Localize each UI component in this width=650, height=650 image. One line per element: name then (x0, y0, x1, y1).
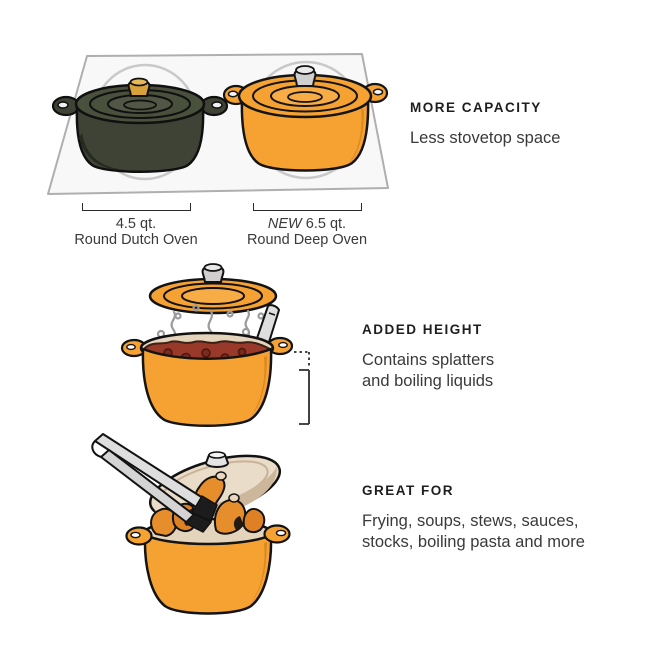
pot-body (141, 347, 273, 427)
great-for-line-1: Frying, soups, stews, sauces, (362, 512, 579, 530)
steaming-pot-illustration (120, 263, 310, 427)
left-size-bracket (82, 203, 191, 211)
section-more-capacity: MORE CAPACITY Less stovetop space (410, 100, 560, 149)
pot-handles (120, 336, 294, 358)
left-pot-name: Round Dutch Oven (74, 232, 198, 248)
right-pot-qty: 6.5 qt. (305, 216, 347, 232)
added-height-line-2: and boiling liquids (362, 372, 494, 390)
left-pot-label: 4.5 qt. Round Dutch Oven (60, 216, 212, 248)
height-measure-indicator (294, 351, 310, 425)
serving-pot-illustration (91, 433, 291, 615)
new-tag: NEW (267, 216, 302, 232)
great-for-line-2: stocks, boiling pasta and more (362, 533, 585, 551)
great-for-heading: GREAT FOR (362, 483, 454, 498)
deep-oven-6-5qt-illustration (222, 65, 389, 172)
left-pot-qty: 4.5 qt. (115, 216, 157, 232)
pot-handles (125, 524, 291, 546)
more-capacity-heading: MORE CAPACITY (410, 100, 542, 115)
stovetop-comparison-illustration (47, 53, 389, 195)
right-pot-qty-line: NEW 6.5 qt. (231, 216, 383, 232)
pot-body-shade (251, 356, 267, 416)
pot-body (143, 533, 273, 615)
section-great-for: GREAT FOR Frying, soups, stews, sauces, … (362, 483, 585, 553)
pot-body-shade (250, 542, 267, 604)
section-added-height: ADDED HEIGHT Contains splatters and boil… (362, 322, 494, 392)
added-height-heading: ADDED HEIGHT (362, 322, 483, 337)
added-height-line-1: Contains splatters (362, 351, 495, 369)
right-pot-label: NEW 6.5 qt. Round Deep Oven (231, 216, 383, 248)
floating-lid (148, 263, 278, 315)
right-size-bracket (253, 203, 362, 211)
tongs (91, 433, 218, 533)
right-pot-name: Round Deep Oven (246, 232, 368, 248)
dutch-oven-4-5qt-illustration (51, 77, 229, 173)
more-capacity-line-1: Less stovetop space (410, 129, 561, 147)
